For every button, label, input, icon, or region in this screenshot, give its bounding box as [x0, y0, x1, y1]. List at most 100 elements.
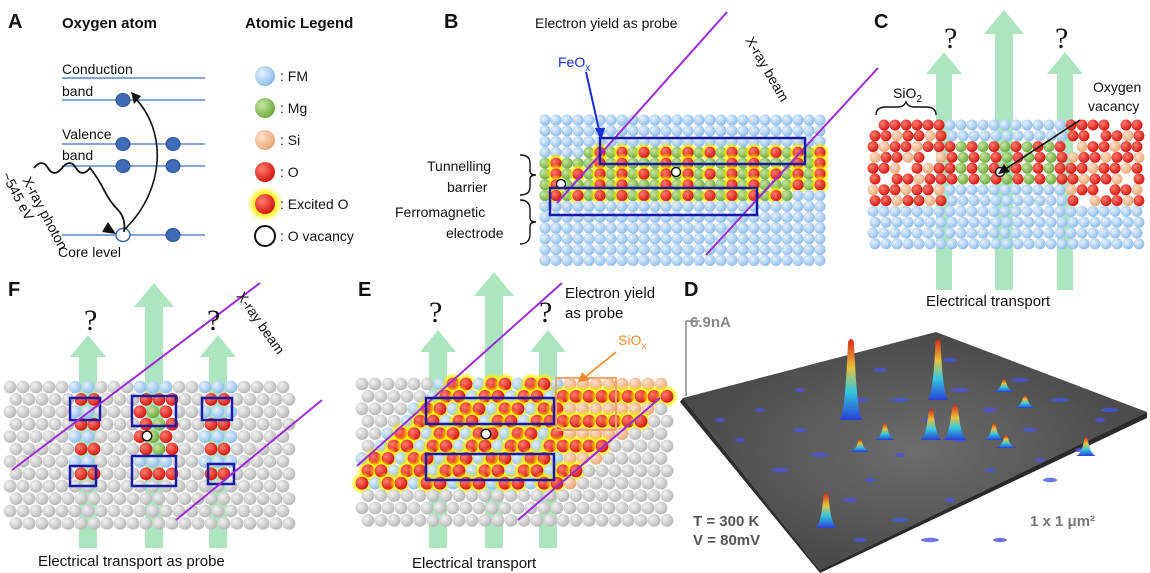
- atom: [944, 227, 956, 239]
- atom: [649, 244, 661, 256]
- atom: [172, 405, 186, 419]
- atom: [152, 442, 166, 456]
- atom: [867, 162, 879, 174]
- atom: [933, 119, 945, 131]
- atom: [1111, 216, 1123, 228]
- atom: [649, 254, 661, 266]
- atom: [256, 517, 270, 530]
- atom: [792, 179, 804, 191]
- atom: [1032, 205, 1044, 217]
- atom: [48, 492, 62, 505]
- atom: [726, 125, 738, 137]
- atom: [1122, 216, 1134, 228]
- atom: [35, 467, 49, 481]
- atom: [955, 119, 967, 131]
- atom: [616, 211, 628, 223]
- atom: [814, 222, 826, 234]
- atom: [263, 405, 277, 419]
- atom: [120, 405, 134, 419]
- atom: [1076, 141, 1088, 153]
- atom: [781, 200, 793, 212]
- question-mark-e2: ?: [539, 296, 552, 329]
- atom: [42, 405, 56, 419]
- atom: [922, 205, 934, 217]
- atom: [87, 393, 101, 406]
- panel-b: B Electron yield as probe FeOx X-ray bea…: [395, 11, 879, 266]
- panel-f-letter: F: [8, 279, 20, 301]
- legend-item: : Excited O: [247, 186, 349, 222]
- atom: [660, 390, 674, 403]
- atom: [966, 119, 978, 131]
- electrons: [115, 93, 181, 242]
- atom: [159, 430, 173, 443]
- atom: [107, 430, 121, 443]
- atom: [1109, 141, 1121, 153]
- atom: [988, 119, 1000, 131]
- current-speck: [735, 437, 745, 443]
- atom: [211, 405, 225, 419]
- atom: [1067, 130, 1079, 142]
- atom: [1122, 238, 1134, 250]
- atom: [539, 200, 551, 212]
- atom: [374, 414, 388, 428]
- atom: [726, 200, 738, 212]
- atom: [693, 200, 705, 212]
- atom: [185, 479, 199, 493]
- current-speck: [843, 497, 857, 503]
- core-hole: [115, 227, 131, 243]
- atom: [217, 492, 231, 505]
- atom: [693, 254, 705, 266]
- atom: [759, 254, 771, 266]
- feox-pointer: [585, 71, 601, 135]
- atom: [1133, 238, 1145, 250]
- atom: [1098, 141, 1110, 153]
- atom: [924, 216, 936, 228]
- atom: [671, 211, 683, 223]
- atom: [1056, 238, 1068, 250]
- current-spike: [984, 423, 1004, 440]
- atom: [988, 227, 1000, 239]
- atom: [139, 492, 153, 505]
- atom: [107, 380, 121, 394]
- atom: [933, 227, 945, 239]
- electrical-transport-c: Electrical transport: [926, 293, 1051, 310]
- electron-yield-e-2: as probe: [565, 305, 623, 322]
- atom: [1098, 162, 1110, 174]
- panel-e-letter: E: [358, 279, 371, 301]
- atom: [867, 184, 879, 196]
- atom: [16, 430, 30, 443]
- atom: [48, 467, 62, 481]
- atom: [900, 141, 912, 153]
- atom: [704, 211, 716, 223]
- atom: [704, 114, 716, 126]
- atom: [902, 151, 914, 163]
- atom: [198, 430, 212, 443]
- atom: [878, 184, 890, 196]
- atom: [204, 467, 218, 481]
- atom: [1089, 195, 1101, 207]
- legend-title: Atomic Legend: [245, 15, 353, 32]
- atom: [1021, 162, 1033, 174]
- atom: [511, 476, 525, 490]
- atom: [715, 254, 727, 266]
- atom: [172, 380, 186, 394]
- atom: [935, 130, 947, 142]
- atom: [263, 430, 277, 443]
- atom: [1067, 151, 1079, 163]
- atom: [178, 442, 192, 456]
- atom: [671, 222, 683, 234]
- atom: [770, 190, 782, 202]
- atom: [243, 517, 257, 530]
- atom: [621, 439, 635, 453]
- atom: [413, 489, 427, 502]
- probe-frame: [130, 454, 178, 488]
- atom: [911, 119, 923, 131]
- atom: [814, 179, 826, 191]
- atom: [1133, 173, 1145, 185]
- atom: [256, 417, 270, 431]
- temperature-label: T = 300 K: [693, 513, 759, 530]
- atom: [550, 114, 562, 126]
- atom: [42, 504, 56, 518]
- atom: [1089, 173, 1101, 185]
- beam-line-f1: [11, 282, 261, 471]
